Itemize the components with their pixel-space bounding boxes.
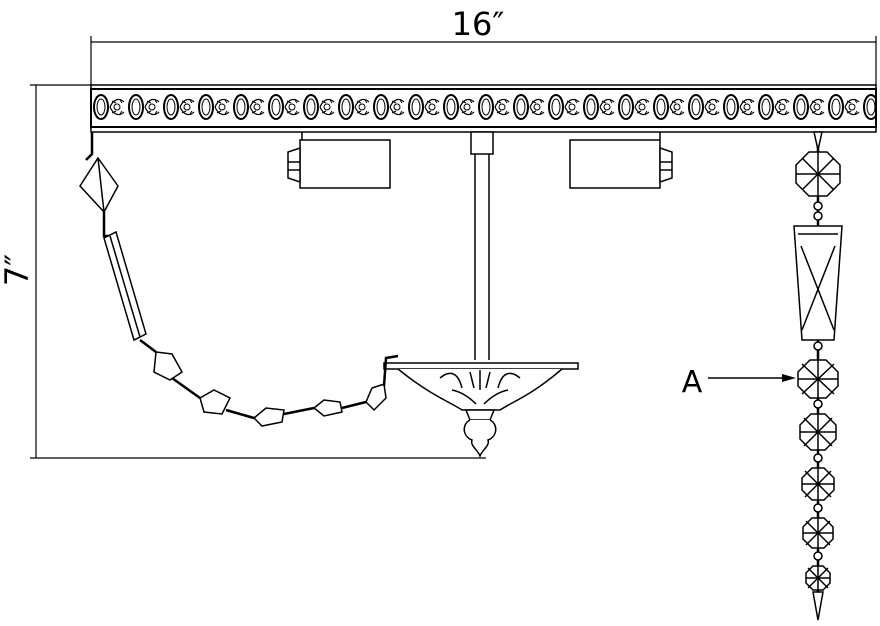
strand-drop-bottom [812, 591, 824, 621]
swag-crystal [153, 351, 183, 381]
strand-prism [793, 225, 843, 341]
crystal-swag [79, 132, 399, 427]
swag-crystal [312, 399, 343, 417]
height-dimension [30, 84, 486, 459]
center-stem [470, 131, 494, 360]
swag-crystal [199, 389, 232, 415]
width-label-bg [436, 8, 528, 38]
swag-crystal [365, 383, 387, 412]
width-dimension [90, 36, 877, 85]
ornamental-band [90, 84, 877, 133]
width-label: 16″ [452, 5, 505, 43]
strand-drop-top [813, 131, 823, 151]
swag-crystal [252, 407, 285, 427]
callout-label: A [682, 365, 703, 400]
right-socket [569, 132, 673, 189]
center-bowl [383, 362, 579, 459]
left-socket [287, 132, 391, 189]
callout-arrow [708, 374, 796, 382]
crystal-strand [793, 131, 843, 621]
height-label: 7″ [0, 254, 36, 286]
